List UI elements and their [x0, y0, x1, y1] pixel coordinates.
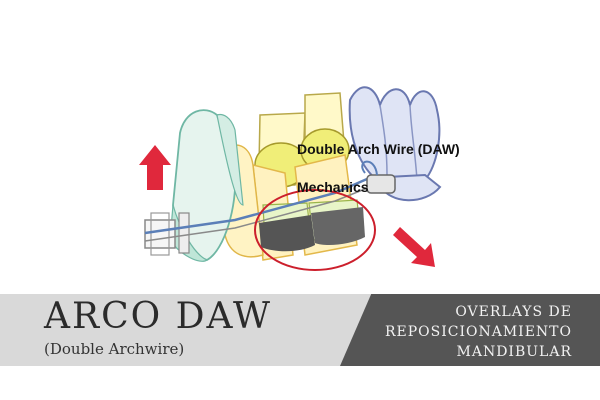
teeth-diagram — [139, 86, 442, 271]
right-line3: MANDIBULAR — [456, 344, 572, 360]
archwire-bracket — [144, 160, 396, 256]
title-banner: ARCO DAW (Double Archwire) OVERLAYS DE R… — [0, 294, 600, 366]
up-arrow-icon — [139, 145, 171, 190]
dental-illustration: Double Arch Wire (DAW) Mechanics — [125, 55, 475, 275]
banner-right-panel: OVERLAYS DE REPOSICIONAMIENTO MANDIBULAR — [340, 294, 600, 366]
subtitle: (Double Archwire) — [44, 340, 185, 358]
right-line2: REPOSICIONAMIENTO — [384, 324, 572, 340]
main-title: ARCO DAW — [44, 296, 273, 337]
highlight-circle — [254, 189, 376, 271]
banner-right-text: OVERLAYS DE REPOSICIONAMIENTO MANDIBULAR — [352, 302, 572, 362]
banner-left-panel: ARCO DAW (Double Archwire) — [0, 294, 385, 366]
lower-teeth — [259, 199, 365, 252]
down-arrow-icon — [393, 227, 435, 267]
right-line1: OVERLAYS DE — [455, 304, 572, 320]
